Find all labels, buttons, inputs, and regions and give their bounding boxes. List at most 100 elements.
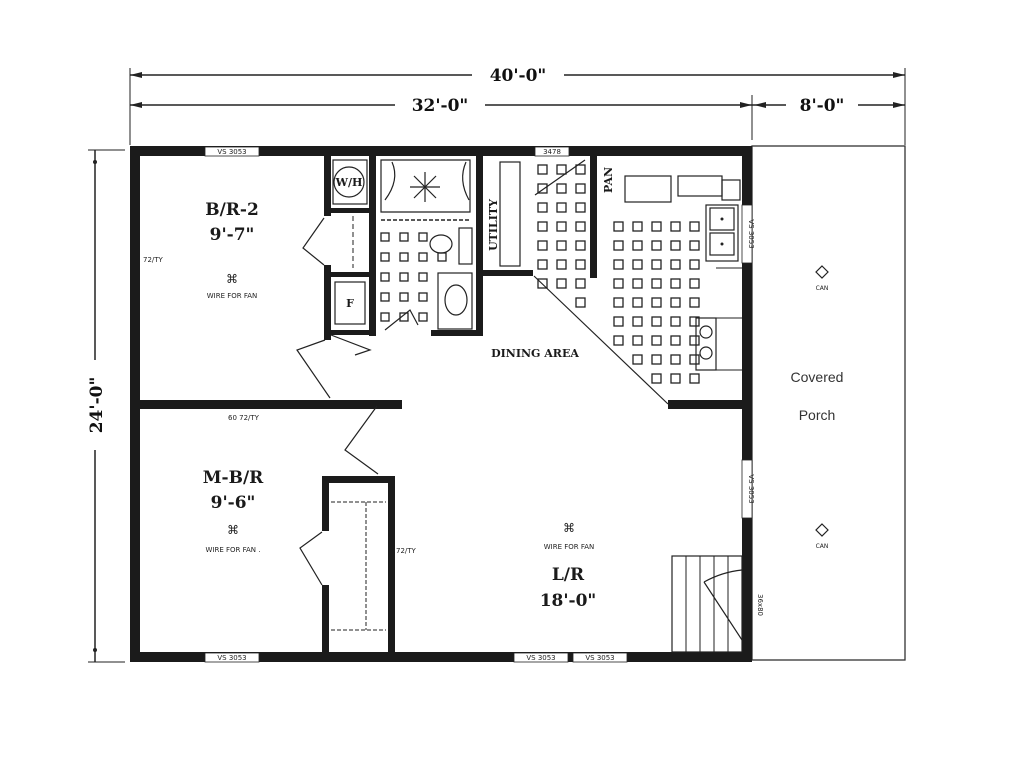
floor-tile (613, 259, 624, 270)
porch-label-line1: Covered (791, 369, 844, 385)
pantry: PAN (602, 167, 615, 193)
floor-tile (537, 259, 548, 270)
floor-tile (613, 335, 624, 346)
floor-tile (670, 240, 681, 251)
floor-tile (632, 240, 643, 251)
floor-tile (613, 221, 624, 232)
floor-tile (670, 297, 681, 308)
floor-tile (632, 316, 643, 327)
window-lr-bottom-1: VS 3053 (526, 654, 555, 662)
floor-tile (689, 297, 700, 308)
floor-tile (556, 164, 567, 175)
dimension-overall: 40'-0" (129, 63, 906, 145)
floor-tile (689, 354, 700, 365)
floor-tile (651, 316, 662, 327)
room-living-room: ⌘ WIRE FOR FAN L/R 18'-0" (540, 521, 597, 611)
double-sink-icon (705, 204, 739, 262)
closet-shelf (331, 501, 386, 631)
floor-tile (651, 335, 662, 346)
svg-text:UTILITY: UTILITY (487, 199, 500, 251)
floor-tile (556, 278, 567, 289)
floor-tile (670, 335, 681, 346)
floor-tile (689, 278, 700, 289)
floor-tile (670, 221, 681, 232)
water-heater: W/H (332, 159, 368, 205)
overall-width-label: 40'-0" (490, 66, 547, 86)
stove-icon (695, 317, 717, 371)
floor-tile (651, 240, 662, 251)
floor-tile (537, 202, 548, 213)
floor-tile (651, 221, 662, 232)
svg-text:F: F (346, 297, 354, 310)
covered-porch: Covered Porch CAN CAN (751, 145, 906, 661)
outlet-br2: 72/TY (143, 256, 164, 264)
toilet-icon (444, 284, 468, 316)
floor-tile (689, 316, 700, 327)
depth-label: 24'-0" (87, 377, 107, 434)
fan-icon: ⌘ (563, 521, 575, 535)
floor-tile (689, 221, 700, 232)
floor-tile (651, 259, 662, 270)
floor-tile (670, 278, 681, 289)
interior-walls (140, 156, 748, 656)
floor-tile (575, 297, 586, 308)
floor-tile (632, 259, 643, 270)
fan-icon: ⌘ (227, 523, 239, 537)
floor-tile (632, 278, 643, 289)
floor-tile (575, 183, 586, 194)
window-labels: VS 3053 3478 VS 3053 VS 3053 VS 3053 VS … (143, 146, 764, 663)
house-width-label: 32'-0" (412, 96, 469, 116)
svg-text:PAN: PAN (602, 167, 615, 193)
window-mbr-bottom: VS 3053 (217, 654, 246, 662)
kitchen-floor-tiles (537, 164, 700, 384)
floor-tile (632, 221, 643, 232)
bath-fixtures (380, 159, 473, 331)
bath-floor-tiles (380, 232, 447, 322)
window-kitchen-right: VS 3053 (747, 219, 755, 248)
room-bedroom-2: B/R-2 9'-7" ⌘ WIRE FOR FAN (205, 200, 259, 300)
floor-tile (575, 202, 586, 213)
room-master-bedroom: M-B/R 9'-6" ⌘ WIRE FOR FAN . (203, 468, 264, 554)
doors (296, 217, 379, 586)
window-living-right: VS 3053 (747, 474, 755, 503)
floor-tile (651, 278, 662, 289)
fan-note: WIRE FOR FAN . (206, 546, 261, 554)
floor-tile (575, 164, 586, 175)
room-size: 9'-6" (211, 493, 256, 513)
room-size: 9'-7" (210, 225, 255, 245)
floor-tile (632, 354, 643, 365)
floor-tile (651, 354, 662, 365)
sink-icon (429, 234, 453, 254)
floor-tile (670, 354, 681, 365)
entry-landing (671, 555, 743, 653)
fan-icon: ⌘ (226, 272, 238, 286)
floor-tile (670, 373, 681, 384)
floor-tile (556, 202, 567, 213)
furnace: F (334, 281, 366, 325)
floor-tile (575, 221, 586, 232)
floor-tile (537, 240, 548, 251)
floor-tile (575, 278, 586, 289)
can-light-icon: CAN (815, 265, 829, 292)
room-dining-area: DINING AREA (491, 347, 579, 360)
floor-tile (689, 373, 700, 384)
floor-tile (613, 316, 624, 327)
floor-tile (537, 183, 548, 194)
utility-room: UTILITY (487, 161, 521, 267)
floor-tile (575, 240, 586, 251)
outlet-closet: 72/TY (396, 547, 417, 555)
can-light-icon: CAN (815, 523, 829, 550)
floor-tile (556, 183, 567, 194)
room-size: 18'-0" (540, 591, 597, 611)
porch-width-label: 8'-0" (800, 96, 845, 116)
shower-head-icon (410, 172, 440, 202)
floor-tile (556, 240, 567, 251)
floor-tile (613, 278, 624, 289)
svg-text:W/H: W/H (335, 176, 363, 189)
window-kitchen-top: 3478 (543, 148, 561, 156)
floor-tile (689, 240, 700, 251)
room-name: M-B/R (203, 468, 264, 488)
svg-text:CAN: CAN (816, 285, 829, 292)
floor-tile (651, 297, 662, 308)
